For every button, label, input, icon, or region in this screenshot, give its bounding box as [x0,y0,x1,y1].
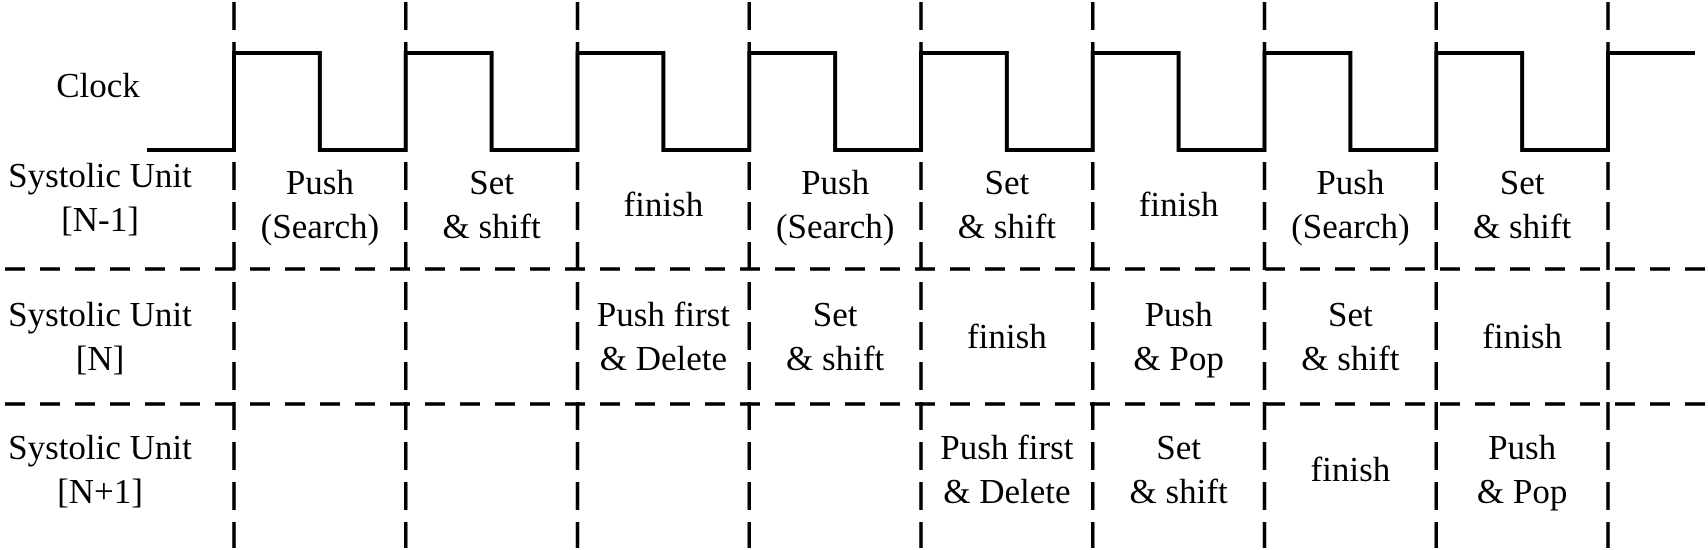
cell-operation-line: finish [1138,185,1219,224]
timing-cell-systolic-unit-n-minus-1-cycle-8: Set & shift [1436,148,1608,262]
row-label-systolic-unit-n: Systolic Unit [N] [0,270,200,404]
cell-operation-line: & shift [957,207,1056,246]
cell-operation-line: Push first [940,428,1074,467]
timing-cell-systolic-unit-n-minus-1-cycle-4: Push (Search) [749,148,921,262]
cell-operation-line: (Search) [260,207,380,246]
cell-operation-line: & shift [1473,207,1572,246]
timing-cell-systolic-unit-n-plus-1-cycle-5: Push first & Delete [921,404,1093,536]
cell-operation-line: Set [812,295,858,334]
cell-operation-line: Set [1156,428,1201,467]
timing-cell-systolic-unit-n-minus-1-cycle-2: Set & shift [406,148,578,262]
cell-operation-line: Set [1499,163,1545,202]
cell-operation-line: Push first [596,295,730,334]
cell-operation-line: & Delete [943,472,1071,511]
clock-signal-label: Clock [56,66,140,105]
timing-cell-systolic-unit-n-minus-1-cycle-6: finish [1093,148,1265,262]
timing-cell-systolic-unit-n-cycle-4: Set & shift [749,270,921,404]
row-label-line: [N] [75,339,125,378]
cell-operation-line: finish [623,185,704,224]
timing-cell-systolic-unit-n-plus-1-cycle-7: finish [1265,404,1437,536]
timing-cell-systolic-unit-n-cycle-5: finish [921,270,1093,404]
clock-waveform [147,51,1695,152]
timing-cell-systolic-unit-n-cycle-8: finish [1436,270,1608,404]
cell-operation-line: finish [967,317,1047,356]
timing-cell-systolic-unit-n-minus-1-cycle-5: Set & shift [921,148,1093,262]
cell-operation-line: Set [1328,295,1373,334]
cell-operation-line: (Search) [1291,207,1410,246]
cell-operation-line: finish [1310,450,1391,489]
cell-operation-line: (Search) [775,207,895,246]
cell-operation-line: & Pop [1133,339,1224,378]
timing-cell-systolic-unit-n-cycle-7: Set & shift [1265,270,1437,404]
cell-operation-line: Push [1316,163,1385,202]
row-label-line: Systolic Unit [8,295,192,334]
cell-operation-line: Push [801,163,870,202]
row-label-line: [N+1] [57,472,143,511]
timing-cell-systolic-unit-n-cycle-3: Push first & Delete [578,270,750,404]
timing-cell-systolic-unit-n-plus-1-cycle-8: Push & Pop [1436,404,1608,536]
timing-cell-systolic-unit-n-plus-1-cycle-6: Set & shift [1093,404,1265,536]
row-label-line: Systolic Unit [8,156,192,195]
cell-operation-line: & shift [786,339,885,378]
cell-operation-line: & Pop [1476,472,1568,511]
cell-operation-line: & shift [442,207,541,246]
cell-operation-line: Set [469,163,514,202]
timing-cell-systolic-unit-n-minus-1-cycle-3: finish [578,148,750,262]
row-label-systolic-unit-n-minus-1: Systolic Unit [N-1] [0,141,200,255]
row-label-line: Systolic Unit [8,428,192,467]
cell-operation-line: Push [1488,428,1557,467]
cell-operation-line: Push [1144,295,1213,334]
cell-operation-line: Push [285,163,354,202]
cell-operation-line: & shift [1129,472,1228,511]
cell-operation-line: finish [1482,317,1562,356]
timing-cell-systolic-unit-n-minus-1-cycle-1: Push (Search) [234,148,406,262]
cell-operation-line: & Delete [599,339,728,378]
cell-operation-line: & shift [1301,339,1400,378]
row-label-systolic-unit-n-plus-1: Systolic Unit [N+1] [0,404,200,536]
timing-cell-systolic-unit-n-minus-1-cycle-7: Push (Search) [1265,148,1437,262]
timing-cell-systolic-unit-n-cycle-6: Push & Pop [1093,270,1265,404]
cell-operation-line: Set [984,163,1030,202]
row-label-line: [N-1] [61,200,139,239]
